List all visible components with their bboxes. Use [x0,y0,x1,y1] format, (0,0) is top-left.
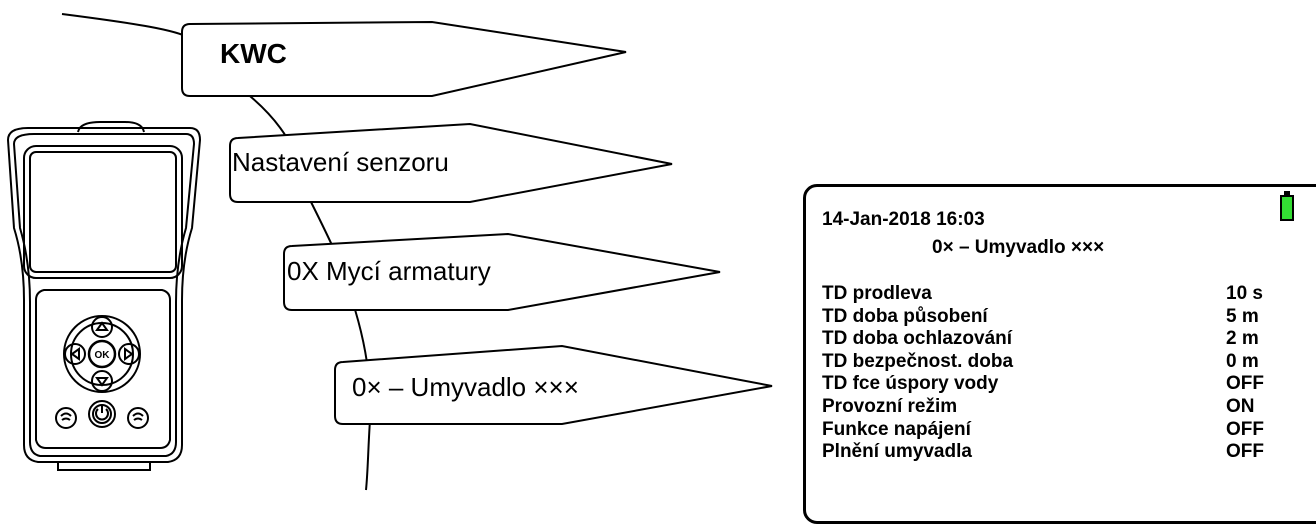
display-datetime: 14-Jan-2018 16:03 [822,209,985,230]
ok-button-label: OK [95,350,111,361]
arrow-right-icon [124,347,134,361]
device-keypad-outline [35,289,171,449]
setting-value: ON [1226,395,1255,417]
handheld-device [6,121,202,471]
settings-row[interactable]: TD doba ochlazování 2 m [822,328,1316,351]
device-bottom-edge [57,461,151,471]
menu-arrow-kwc [181,20,627,97]
setting-value: OFF [1226,418,1264,440]
settings-row[interactable]: TD fce úspory vody OFF [822,373,1316,396]
device-body [6,127,202,463]
arrow-down-icon [95,377,109,387]
power-icon [95,406,109,421]
setting-value: 2 m [1226,328,1259,350]
menu-item-washbasin[interactable]: 0× – Umyvadlo ××× [352,372,579,402]
setting-label: Funkce napájení [822,418,971,440]
power-button-inner [92,404,112,424]
illustration: OK [6,13,773,491]
device-body-inner [12,133,196,457]
dpad-left-button[interactable] [64,343,86,365]
dpad-down-button[interactable] [91,370,113,392]
menu-connector-line [61,13,191,39]
ok-button[interactable] [87,339,117,369]
device-screen [29,151,177,273]
device-screen-frame [23,145,183,279]
dpad-right-button[interactable] [118,343,140,365]
settings-row[interactable]: TD prodleva 10 s [822,283,1316,306]
setting-value: 0 m [1226,350,1259,372]
setting-label: TD prodleva [822,283,932,304]
settings-list: TD prodleva 10 s TD doba působení 5 m TD d… [822,283,1316,464]
right-soft-key[interactable] [127,407,149,429]
setting-value: 10 s [1226,283,1263,304]
menu-item-mixing-fittings[interactable]: 0X Mycí armatury [287,256,491,286]
settings-row[interactable]: TD bezpečnost. doba 0 m [822,351,1316,374]
setting-label: TD bezpečnost. doba [822,350,1014,372]
menu-item-sensor-settings[interactable]: Nastavení senzoru [232,147,449,177]
soft-key-right-icon [132,412,144,421]
setting-label: TD doba ochlazování [822,328,1013,350]
settings-row[interactable]: Plnění umyvadla OFF [822,441,1316,464]
soft-key-left-icon [60,412,72,421]
arrow-up-icon [95,321,109,331]
setting-label: TD fce úspory vody [822,373,999,395]
menu-arrow-umyvadlo [334,344,773,425]
device-top-bump [77,121,145,133]
battery-icon [1280,191,1294,221]
setting-value: OFF [1226,373,1264,395]
device-display-panel: 14-Jan-2018 16:03 0× – Umyvadlo ××× TD p… [803,184,1316,524]
dpad-up-button[interactable] [91,316,113,338]
power-button[interactable] [88,400,116,428]
arrow-left-icon [70,347,80,361]
settings-row[interactable]: TD doba působení 5 m [822,306,1316,329]
menu-arrow-armatury [283,232,721,311]
setting-value: 5 m [1226,305,1259,327]
menu-title-kwc[interactable]: KWC [220,38,287,69]
left-soft-key[interactable] [55,407,77,429]
menu-arrow-sensor [229,122,673,203]
setting-label: TD doba působení [822,305,988,327]
settings-row[interactable]: Provozní režim ON [822,396,1316,419]
settings-row[interactable]: Funkce napájení OFF [822,419,1316,442]
setting-label: Plnění umyvadla [822,441,972,463]
setting-value: OFF [1226,441,1264,463]
display-subtitle: 0× – Umyvadlo ××× [932,237,1105,258]
setting-label: Provozní režim [822,395,958,417]
